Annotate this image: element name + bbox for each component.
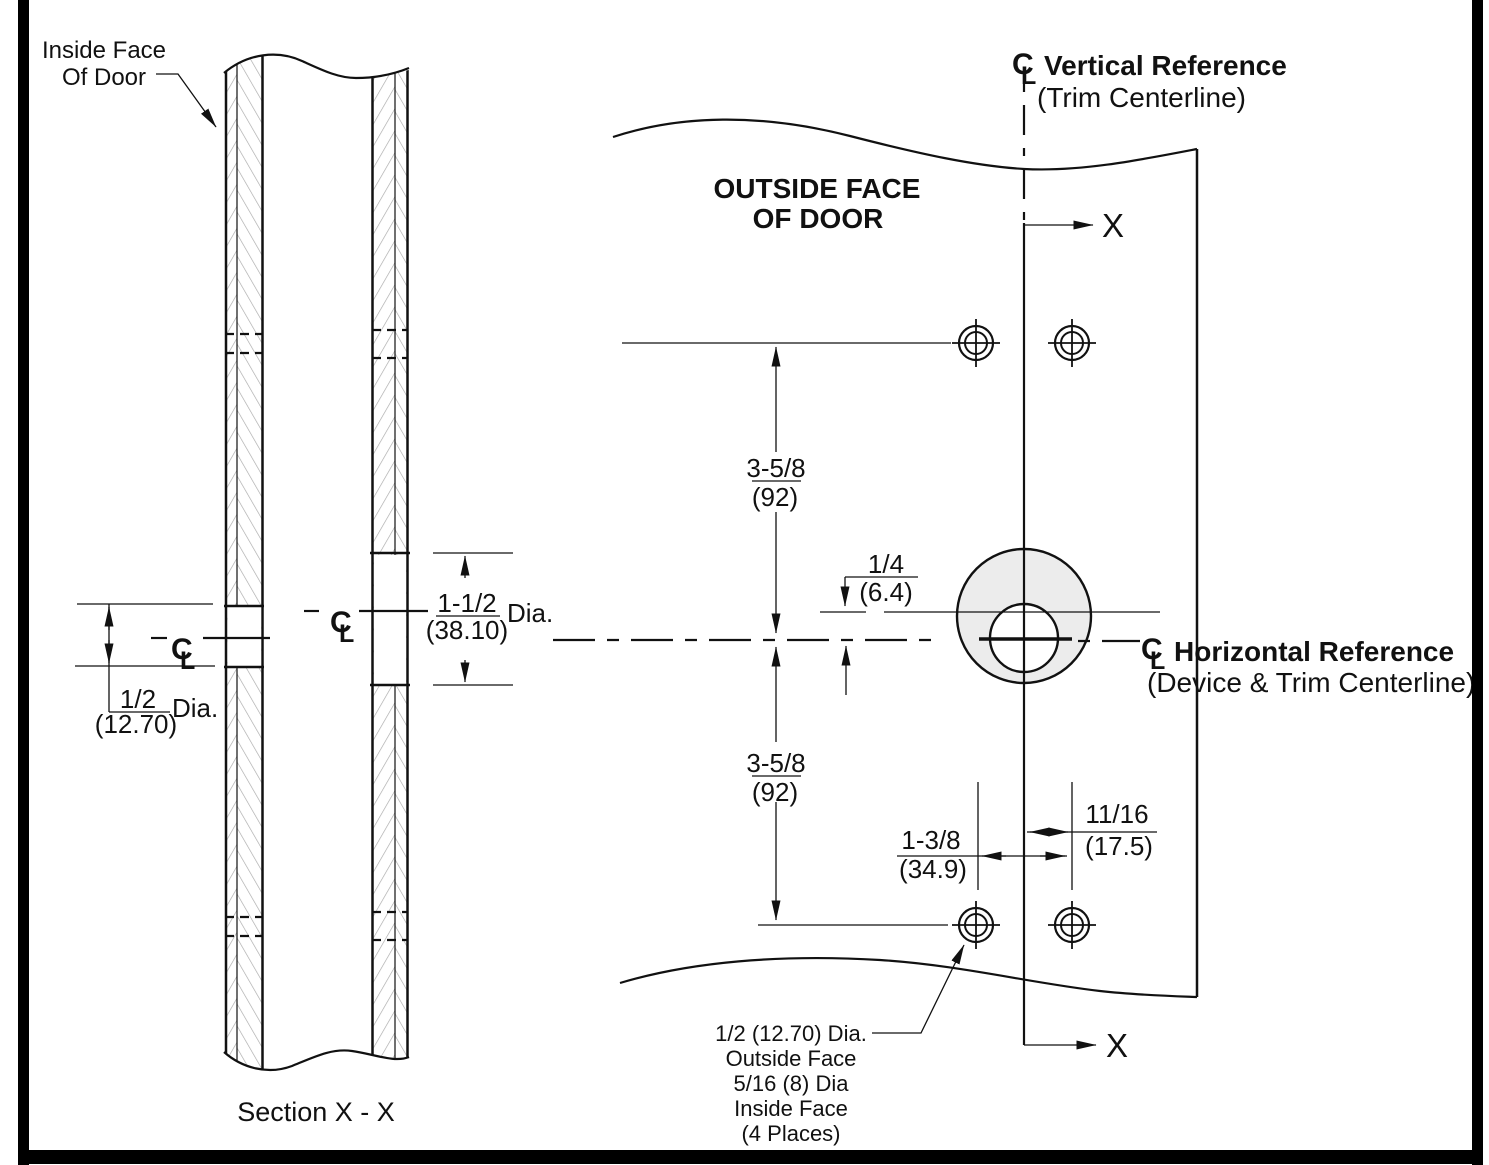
dim-trim-metric: (38.10) xyxy=(426,615,508,645)
dim-trim-offset: 1/4 (6.4) xyxy=(840,549,918,695)
centerline-symbol-l: L xyxy=(1021,62,1036,90)
centerline-symbol: C xyxy=(1141,633,1163,666)
dim-top-metric: (92) xyxy=(752,482,798,512)
dim-half-metric: (12.70) xyxy=(95,709,177,739)
centerline-symbol-l: L xyxy=(1150,647,1165,675)
top-break-line xyxy=(223,53,410,80)
note-line-3: 5/16 (8) Dia xyxy=(734,1071,850,1096)
bottom-break-mask xyxy=(214,1050,420,1098)
trim-hole-dia-dimension: 1-1/2 (38.10) Dia. xyxy=(426,552,553,686)
outside-face-line1: OUTSIDE FACE xyxy=(714,173,921,204)
half-inch-dia-dimension: 1/2 (12.70) Dia. xyxy=(75,603,218,739)
device-centerline-left: C L xyxy=(151,633,270,675)
note-line-1: 1/2 (12.70) Dia. xyxy=(715,1021,867,1046)
dim-hole-pair-spacing: 1-3/8 (34.9) xyxy=(897,825,1067,884)
left-skin-hatch-inner xyxy=(237,40,263,1090)
inside-face-line2: Of Door xyxy=(62,64,146,91)
vertical-ref-title: Vertical Reference xyxy=(1044,50,1287,81)
horizontal-ref-subtitle: (Device & Trim Centerline) xyxy=(1147,667,1475,698)
dim-centerline-to-hole: 11/16 (17.5) xyxy=(1027,799,1157,861)
inside-face-leader xyxy=(156,73,217,128)
note-leader xyxy=(872,944,965,1034)
screw-hole-bottom-right xyxy=(1046,899,1098,951)
section-cut-marker-top: X xyxy=(1102,207,1124,244)
hidden-screw-holes xyxy=(225,328,408,942)
vertical-ref-subtitle: (Trim Centerline) xyxy=(1037,82,1246,113)
dim-half-fraction: 1/2 xyxy=(120,684,156,714)
dim-half-suffix: Dia. xyxy=(172,693,218,723)
centerline-symbol-l: L xyxy=(180,647,195,675)
centerline-symbol: C xyxy=(330,606,352,639)
dim-edge-metric: (17.5) xyxy=(1085,831,1153,861)
dim-bottom-hole-spacing: 3-5/8 (92) xyxy=(746,646,806,921)
note-line-4: Inside Face xyxy=(734,1096,848,1121)
dim-bottom-fraction: 3-5/8 xyxy=(746,748,805,778)
left-skin-hatch-outer xyxy=(226,40,237,1090)
vertical-reference-label: C L Vertical Reference (Trim Centerline) xyxy=(1012,48,1287,113)
horizontal-ref-title: Horizontal Reference xyxy=(1174,636,1454,667)
section-view: C L C L 1/2 (12.70) Dia. xyxy=(42,26,553,1127)
top-break-mask xyxy=(214,26,420,78)
note-line-5: (4 Places) xyxy=(741,1121,840,1146)
dim-trim-suffix: Dia. xyxy=(507,598,553,628)
screw-hole-top-left xyxy=(950,317,1002,369)
half-inch-hole-cutout xyxy=(224,604,264,669)
dim-offset-metric: (6.4) xyxy=(859,577,912,607)
note-line-2: Outside Face xyxy=(726,1046,857,1071)
dim-edge-fraction: 11/16 xyxy=(1085,799,1148,829)
screw-hole-top-right xyxy=(1046,317,1098,369)
dim-pair-metric: (34.9) xyxy=(899,854,967,884)
dim-trim-fraction: 1-1/2 xyxy=(437,588,496,618)
bottom-break-line xyxy=(223,1049,410,1072)
drawing-frame xyxy=(18,0,1483,1165)
centerline-symbol: C xyxy=(171,633,193,666)
dim-top-fraction: 3-5/8 xyxy=(746,453,805,483)
section-label: Section X - X xyxy=(237,1097,395,1127)
door-bottom-break-line xyxy=(619,956,1198,999)
dim-top-hole-spacing: 3-5/8 (92) xyxy=(746,346,806,634)
trim-hole-cutout xyxy=(370,551,410,687)
door-top-break-line xyxy=(612,118,1198,171)
inside-face-line1: Inside Face xyxy=(42,37,166,64)
inside-face-label: Inside Face Of Door xyxy=(42,37,217,128)
trim-centerline-right: C L xyxy=(304,606,428,648)
dim-pair-fraction: 1-3/8 xyxy=(901,825,960,855)
dim-bottom-metric: (92) xyxy=(752,777,798,807)
centerline-symbol-l: L xyxy=(339,620,354,648)
screw-hole-bottom-left xyxy=(950,899,1002,951)
section-cut-marker-bottom: X xyxy=(1106,1027,1128,1064)
dim-offset-fraction: 1/4 xyxy=(868,549,904,579)
centerline-symbol: C xyxy=(1012,48,1034,81)
front-view: X X 3-5/8 (92) 3-5/8 (92) 1/4 (6.4) xyxy=(553,48,1475,1146)
outside-face-line2: OF DOOR xyxy=(753,203,884,234)
screw-hole-note: 1/2 (12.70) Dia. Outside Face 5/16 (8) D… xyxy=(715,944,965,1146)
horizontal-reference-label: C L Horizontal Reference (Device & Trim … xyxy=(1141,633,1475,698)
